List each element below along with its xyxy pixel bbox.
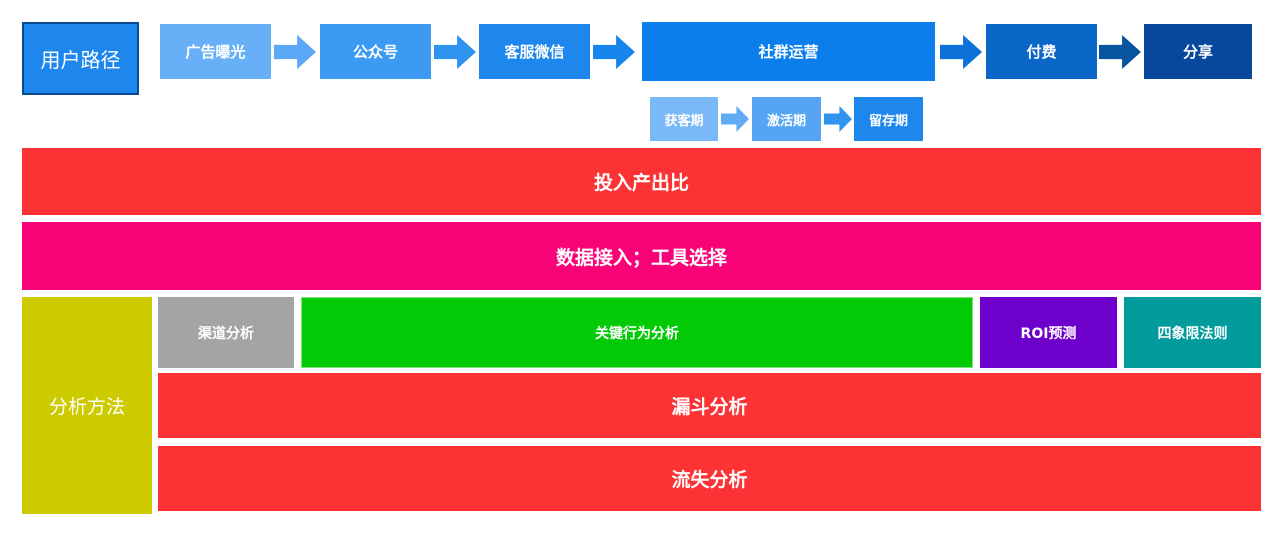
arrow-right-icon: [824, 106, 852, 132]
key-behavior-analysis: 关键行为分析: [301, 297, 973, 368]
stage-acquisition: 获客期: [650, 97, 718, 141]
step-ad-exposure: 广告曝光: [160, 24, 271, 79]
arrow-right-icon: [1099, 35, 1141, 69]
analysis-methods-label: 分析方法: [22, 297, 152, 514]
arrow-right-icon: [434, 35, 476, 69]
step-customer-service-wechat: 客服微信: [479, 24, 590, 79]
arrow-right-icon: [940, 35, 982, 69]
stage-activation: 激活期: [752, 97, 821, 141]
churn-analysis: 流失分析: [158, 446, 1261, 511]
roi-band: 投入产出比: [22, 148, 1261, 215]
arrow-right-icon: [274, 35, 316, 69]
roi-forecast: ROI预测: [980, 297, 1117, 368]
stage-retention: 留存期: [854, 97, 923, 141]
arrow-right-icon: [721, 106, 749, 132]
step-share: 分享: [1144, 24, 1252, 79]
four-quadrant-rule: 四象限法则: [1124, 297, 1261, 368]
channel-analysis: 渠道分析: [158, 297, 294, 368]
arrow-right-icon: [593, 35, 635, 69]
data-band: 数据接入；工具选择: [22, 222, 1261, 290]
step-official-account: 公众号: [320, 24, 431, 79]
step-payment: 付费: [986, 24, 1097, 79]
user-path-label: 用户路径: [22, 22, 139, 95]
step-community-operation: 社群运营: [642, 22, 935, 81]
funnel-analysis: 漏斗分析: [158, 373, 1261, 438]
